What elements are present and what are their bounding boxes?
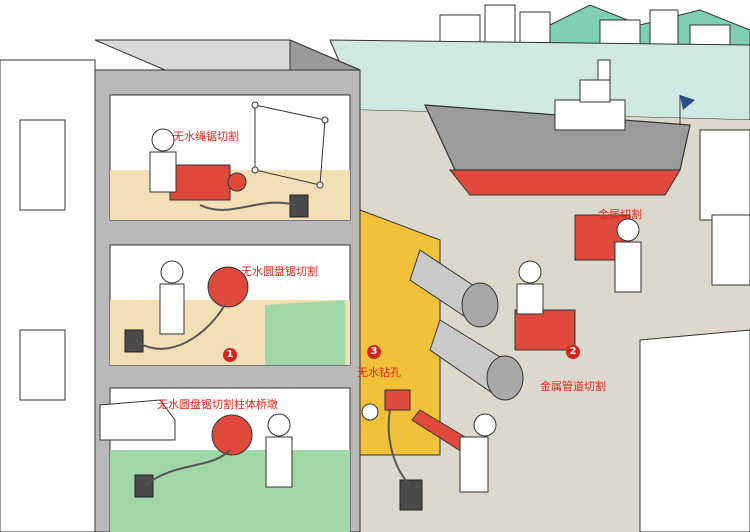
- sea: [329, 39, 750, 121]
- wire-saw-frame: [251, 101, 329, 189]
- label-pipe-cut: 金属管道切割: [540, 380, 606, 393]
- right-building: [639, 329, 750, 532]
- label-disc-saw-wall: 无水圆盘锯切割: [241, 265, 318, 278]
- ship: [424, 59, 695, 196]
- badge-2: 2: [566, 345, 580, 359]
- core-drill-bit: [361, 403, 379, 421]
- label-wire-saw: 无水绳锯切割: [173, 130, 239, 143]
- label-metal-cut: 金属切割: [598, 208, 642, 221]
- badge-1: 1: [223, 348, 237, 362]
- hoses: [134, 201, 411, 486]
- workers: [149, 128, 642, 493]
- pipes: [409, 249, 524, 401]
- label-core-drill: 无水钻孔: [357, 366, 401, 379]
- vacuum-units: [124, 194, 423, 511]
- label-disc-saw-column: 无水圆盘锯切割柱体桥墩: [157, 398, 278, 411]
- car: [99, 399, 176, 441]
- warehouse: [699, 129, 750, 221]
- badge-3: 3: [367, 345, 381, 359]
